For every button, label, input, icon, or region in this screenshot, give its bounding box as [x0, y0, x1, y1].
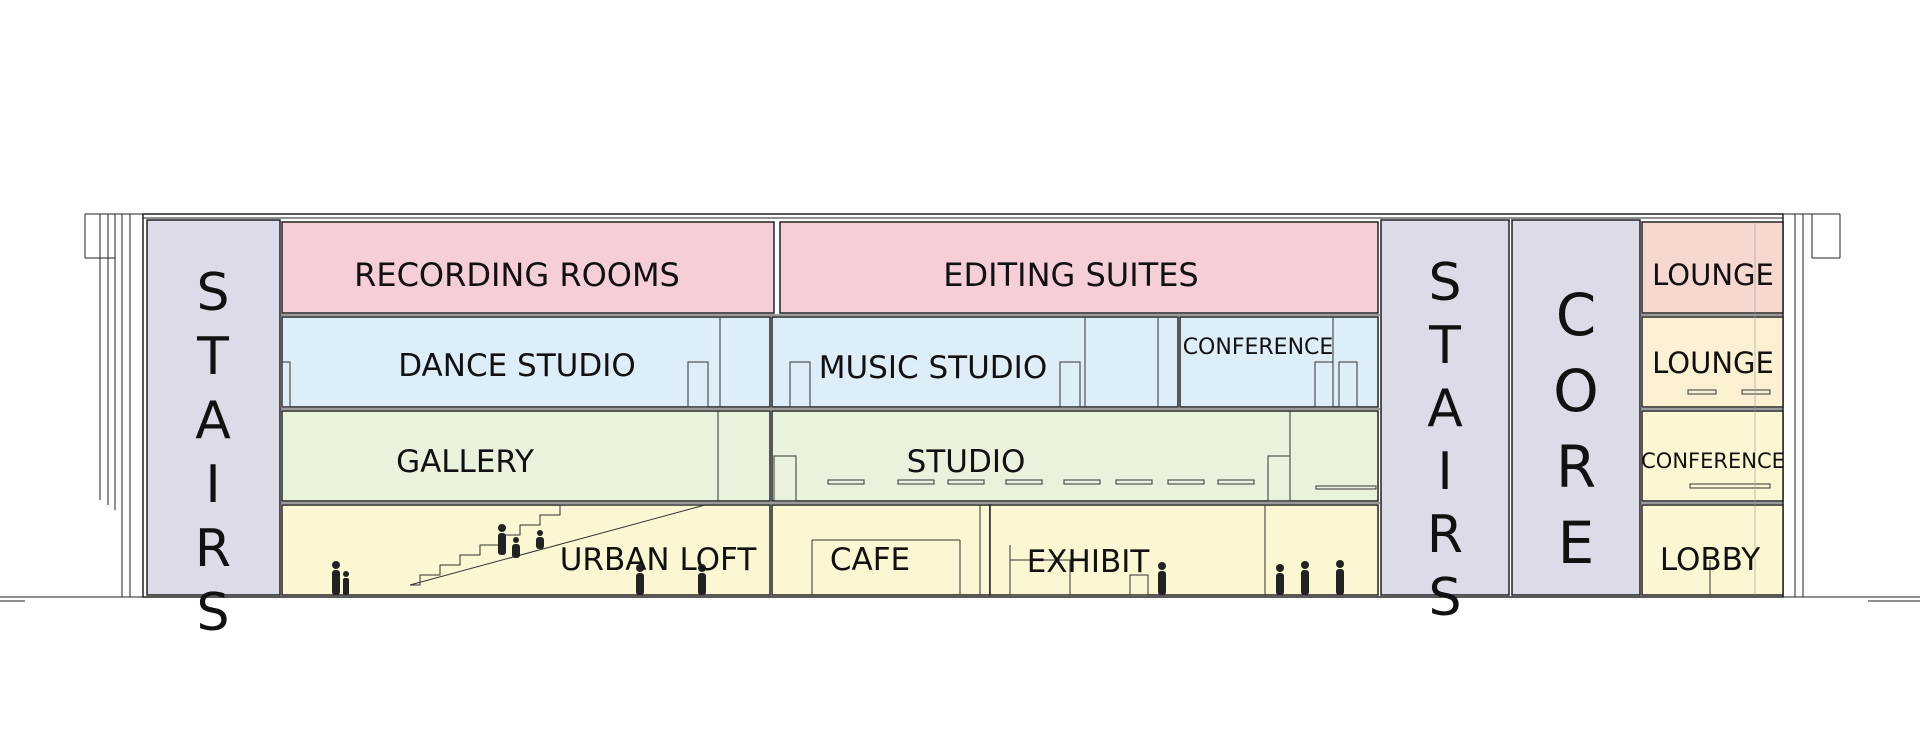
lounge-second-room — [1641, 316, 1784, 408]
editing-suites-room — [779, 221, 1379, 314]
core-room — [1511, 219, 1641, 596]
gallery-label: GALLERY — [396, 444, 534, 480]
lounge-top-label: LOUNGE — [1652, 258, 1774, 292]
lobby-room — [1641, 504, 1784, 596]
stairs-left-room — [146, 219, 281, 596]
dance-studio-label: DANCE STUDIO — [398, 348, 636, 384]
conference-upper-label: CONFERENCE — [1183, 335, 1334, 360]
lobby-label: LOBBY — [1660, 542, 1760, 578]
person-figure — [498, 524, 506, 555]
person-figure — [1301, 561, 1309, 595]
conference-right-room — [1641, 410, 1784, 502]
gallery-room — [281, 410, 771, 502]
stairs-right-room — [1380, 219, 1510, 596]
person-figure — [1158, 562, 1166, 595]
recording-rooms-room — [281, 221, 775, 314]
person-figure — [332, 561, 340, 595]
music-studio-label: MUSIC STUDIO — [819, 350, 1047, 386]
room-labels: RECORDING ROOMS EDITING SUITES DANCE STU… — [354, 256, 1785, 580]
lounge-second-label: LOUNGE — [1652, 346, 1774, 380]
exhibit-room — [989, 504, 1379, 596]
cafe-room — [771, 504, 991, 596]
music-studio-room — [771, 316, 1179, 408]
cafe-label: CAFE — [830, 542, 910, 578]
studio-label: STUDIO — [907, 444, 1026, 480]
urban-loft-room — [281, 504, 771, 596]
conference-right-label: CONFERENCE — [1641, 449, 1785, 473]
person-figure — [1336, 560, 1344, 595]
interior-details — [280, 222, 1783, 596]
exhibit-label: EXHIBIT — [1027, 544, 1151, 580]
person-figure — [343, 571, 349, 595]
editing-suites-label: EDITING SUITES — [943, 256, 1198, 294]
urban-loft-label: URBAN LOFT — [560, 542, 758, 578]
people-silhouettes — [332, 524, 1344, 595]
person-figure — [512, 537, 520, 558]
person-figure — [636, 564, 644, 595]
lounge-top-room — [1641, 221, 1784, 314]
room-fills — [146, 219, 1784, 596]
person-figure — [698, 564, 706, 595]
person-figure — [536, 530, 544, 549]
recording-rooms-label: RECORDING ROOMS — [354, 256, 680, 294]
person-figure — [1276, 564, 1284, 595]
